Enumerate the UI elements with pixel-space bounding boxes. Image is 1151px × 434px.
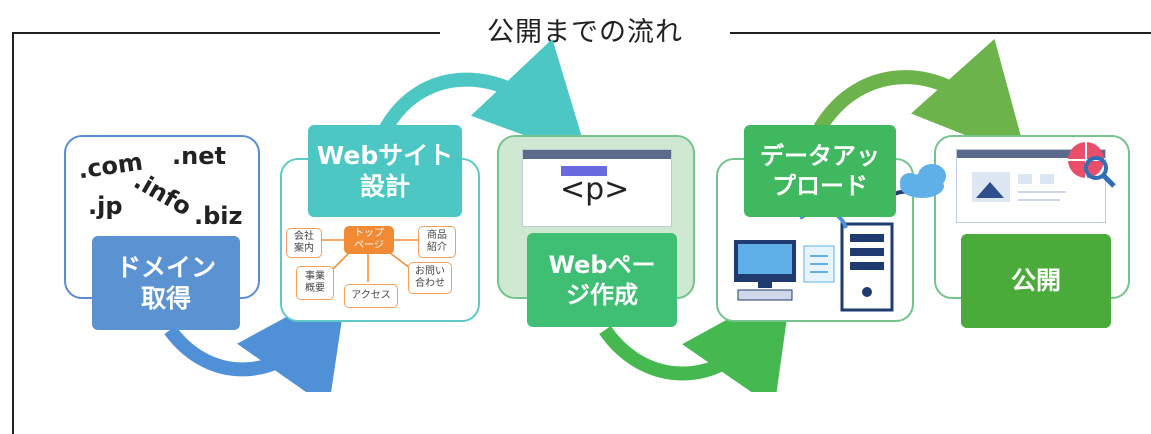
- globe-magnifier-icon: [1068, 142, 1116, 188]
- highlight-bar: [561, 166, 607, 176]
- sitemap-products: 商品 紹介: [418, 226, 456, 258]
- domain-net: .net: [172, 142, 226, 170]
- sitemap-company: 会社 案内: [286, 228, 322, 258]
- domain-biz: .biz: [194, 202, 243, 230]
- curved-arrow-icon: [378, 38, 589, 159]
- step-label-design: Webサイト 設計: [308, 125, 462, 217]
- upload-illustration: [734, 164, 946, 312]
- domain-jp: .jp: [88, 192, 123, 220]
- curved-arrow-icon: [814, 38, 1028, 160]
- step-label-publish: 公開: [961, 234, 1111, 328]
- sitemap-access: アクセス: [344, 284, 398, 308]
- curved-arrow-icon: [164, 284, 348, 392]
- sitemap-business: 事業 概要: [296, 266, 334, 300]
- flow-arrows: [164, 38, 1028, 392]
- server-icon: [840, 222, 894, 312]
- sitemap-top-page: トップ ページ: [344, 226, 394, 254]
- step-label-upload: データアッ プロード: [744, 125, 896, 217]
- document-icon: [803, 245, 835, 283]
- step-label-page: Webペー ジ作成: [527, 233, 677, 327]
- step-label-domain: ドメイン 取得: [92, 236, 240, 330]
- sitemap-contact: お問い 合わせ: [408, 262, 452, 294]
- curved-arrow-icon: [599, 283, 792, 392]
- publish-illustration: [972, 142, 1116, 202]
- desktop-computer-icon: [734, 240, 796, 301]
- code-tag: <p>: [560, 172, 630, 207]
- browser-window-icon: [522, 149, 672, 227]
- cloud-icon: [900, 164, 946, 198]
